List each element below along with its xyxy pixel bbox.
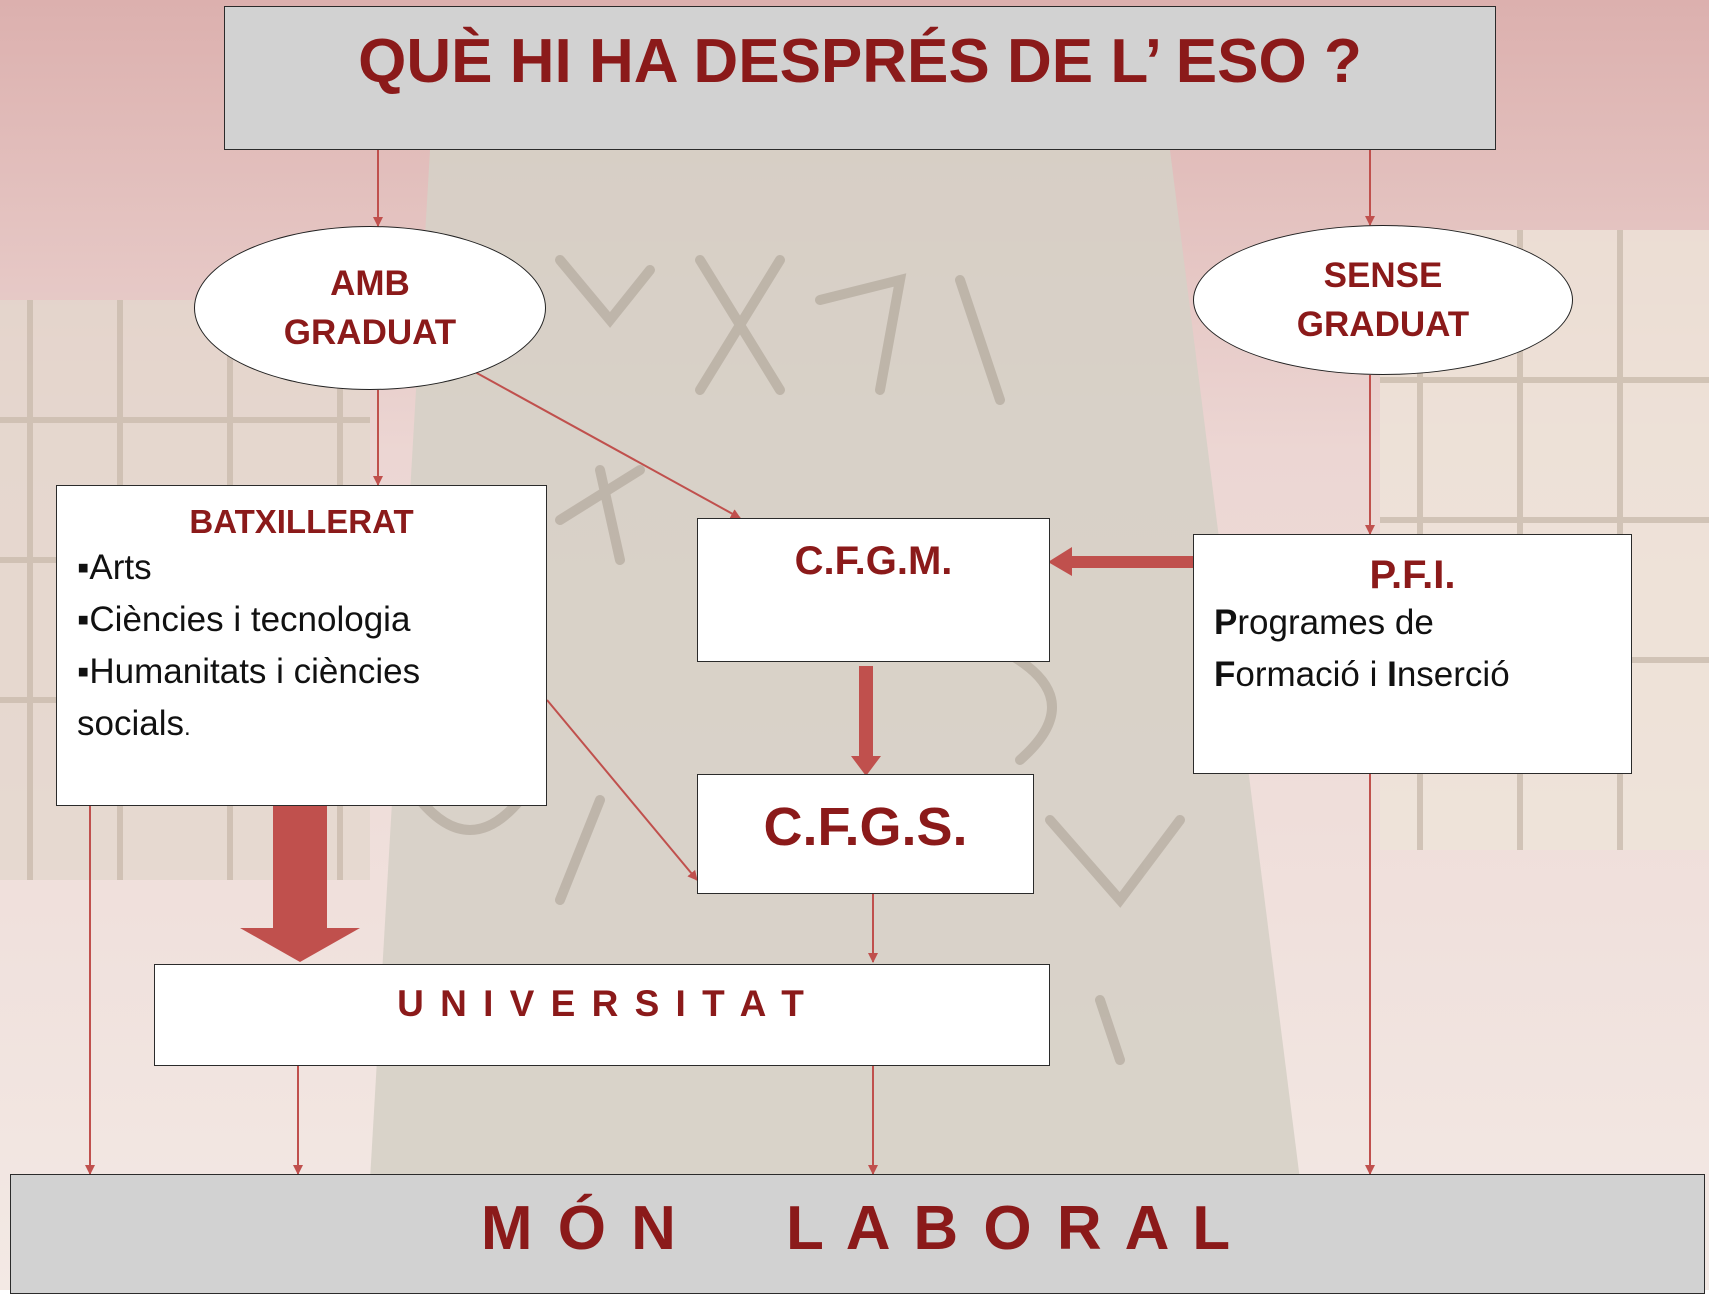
pfi-line2-mid: ormació i (1235, 655, 1388, 694)
pfi-initial-p: P (1214, 603, 1238, 642)
pfi-initial-f: F (1214, 655, 1236, 694)
batxillerat-box: BATXILLERAT ▪Arts ▪Ciències i tecnologia… (56, 485, 547, 806)
pfi-initial-i: I (1387, 655, 1397, 694)
batxillerat-item-ciencies: ▪Ciències i tecnologia (77, 600, 411, 639)
title-box: QUÈ HI HA DESPRÉS DE L’ ESO ? (224, 6, 1496, 150)
amb-graduat-line1: AMB (330, 264, 410, 303)
mon-laboral-box: M Ó N L A B O R A L (10, 1174, 1705, 1294)
pfi-line1-rest: rogrames de (1237, 603, 1434, 642)
batxillerat-item-humanitats: ▪Humanitats i ciències (77, 652, 421, 691)
pfi-line2-rest: nserció (1396, 655, 1510, 694)
universitat-box: U N I V E R S I T A T (154, 964, 1050, 1066)
universitat-label: U N I V E R S I T A T (397, 983, 807, 1024)
cfgs-label: C.F.G.S. (763, 797, 968, 857)
batxillerat-heading: BATXILLERAT (189, 503, 414, 540)
pfi-box: P.F.I. Programes de Formació i Inserció (1193, 534, 1632, 774)
pfi-line2: Formació i Inserció (1214, 649, 1631, 701)
page-title: QUÈ HI HA DESPRÉS DE L’ ESO ? (358, 26, 1362, 96)
batxillerat-socials-text: socials (77, 704, 184, 743)
mon-laboral-label: M Ó N L A B O R A L (480, 1194, 1235, 1263)
amb-graduat-line2: GRADUAT (283, 313, 457, 352)
batxillerat-socials-period: . (183, 714, 191, 741)
cfgm-label: C.F.G.M. (794, 539, 953, 583)
amb-graduat-node: AMB GRADUAT (194, 226, 546, 390)
pfi-line1: Programes de (1214, 597, 1631, 649)
batxillerat-item-arts: ▪Arts (77, 548, 152, 587)
cfgm-box: C.F.G.M. (697, 518, 1050, 662)
cfgs-box: C.F.G.S. (697, 774, 1034, 894)
batxillerat-item-socials: socials. (77, 698, 546, 754)
sense-graduat-node: SENSE GRADUAT (1193, 225, 1573, 375)
sense-graduat-line2: GRADUAT (1296, 305, 1470, 344)
sense-graduat-line1: SENSE (1323, 256, 1443, 295)
pfi-heading: P.F.I. (1369, 553, 1456, 597)
